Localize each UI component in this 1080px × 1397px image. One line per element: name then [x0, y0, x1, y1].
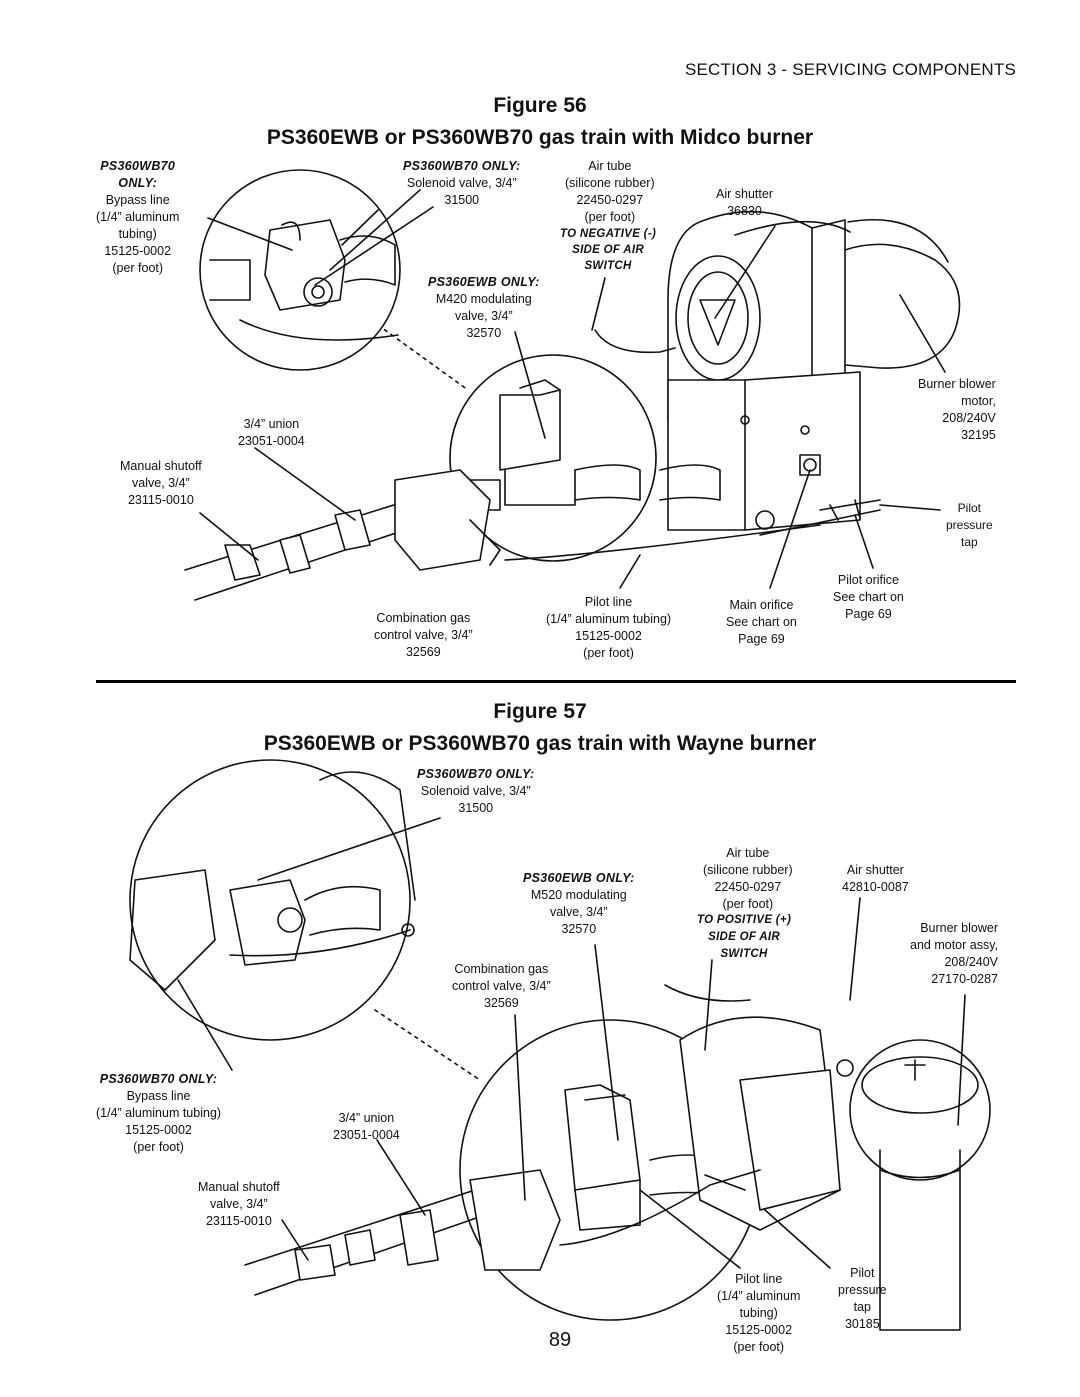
f57-blower-label: Burner blower and motor assy, 208/240V 2… — [910, 921, 999, 986]
f57-air-tube-label: Air tube (silicone rubber) 22450-0297 (p… — [703, 846, 793, 911]
f56-air-shutter-label: Air shutter 36830 — [716, 187, 773, 218]
f56-blower-label: Burner blower motor, 208/240V 32195 — [918, 377, 996, 442]
f56-bypass-label: PS360WB70 ONLY: Bypass line (1/4” alumin… — [96, 159, 180, 275]
f56-pilot-orifice-label: Pilot orifice See chart on Page 69 — [833, 573, 904, 621]
f56-pilot-tap-label: Pilot pressure tap — [946, 501, 993, 549]
f57-manual-shutoff-label: Manual shutoff valve, 3/4” 23115-0010 — [198, 1180, 280, 1228]
figure-56-number: Figure 56 — [493, 94, 587, 117]
f56-combo-valve-label: Combination gas control valve, 3/4” 3256… — [374, 611, 473, 659]
f57-to-positive-label: TO POSITIVE (+) SIDE OF AIR SWITCH — [697, 914, 792, 960]
figure-56-drawing — [184, 169, 961, 601]
f56-pilot-line-label: Pilot line (1/4” aluminum tubing) 15125-… — [546, 595, 672, 660]
f56-union-label: 3/4” union 23051-0004 — [238, 417, 305, 448]
f56-m420-label: PS360EWB ONLY: M420 modulating valve, 3/… — [428, 275, 540, 340]
figure-57-drawing — [129, 759, 991, 1331]
section-divider — [96, 680, 1016, 683]
figure-56-heading: Figure 56 PS360EWB or PS360WB70 gas trai… — [0, 90, 1080, 154]
f56-to-negative-label: TO NEGATIVE (-) SIDE OF AIR SWITCH — [560, 228, 657, 272]
figure-56-title: PS360EWB or PS360WB70 gas train with Mid… — [266, 126, 814, 149]
f57-union-label: 3/4” union 23051-0004 — [333, 1111, 400, 1142]
figure-57-heading: Figure 57 PS360EWB or PS360WB70 gas trai… — [0, 696, 1080, 760]
f56-main-orifice-label: Main orifice See chart on Page 69 — [726, 598, 797, 646]
f57-air-shutter-label: Air shutter 42810-0087 — [842, 863, 909, 894]
f57-solenoid-label: PS360WB70 ONLY: Solenoid valve, 3/4” 315… — [417, 767, 535, 815]
section-header: SECTION 3 - SERVICING COMPONENTS — [684, 60, 1016, 79]
f56-solenoid-label: PS360WB70 ONLY: Solenoid valve, 3/4” 315… — [403, 159, 521, 207]
figure-57-title: PS360EWB or PS360WB70 gas train with Way… — [263, 732, 817, 755]
f57-m520-label: PS360EWB ONLY: M520 modulating valve, 3/… — [523, 871, 635, 936]
f57-bypass-label: PS360WB70 ONLY: Bypass line (1/4” alumin… — [96, 1072, 222, 1154]
f57-pilot-line-label: Pilot line (1/4” aluminum tubing) 15125-… — [717, 1272, 801, 1354]
page-number: 89 — [548, 1329, 572, 1351]
f56-manual-shutoff-label: Manual shutoff valve, 3/4” 23115-0010 — [120, 459, 202, 507]
figure-57-number: Figure 57 — [493, 700, 587, 723]
f56-air-tube-label: Air tube (silicone rubber) 22450-0297 (p… — [565, 159, 655, 224]
f57-combo-valve-label: Combination gas control valve, 3/4” 3256… — [452, 962, 551, 1010]
f57-pilot-tap-label: Pilot pressure tap 30185 — [838, 1266, 887, 1331]
